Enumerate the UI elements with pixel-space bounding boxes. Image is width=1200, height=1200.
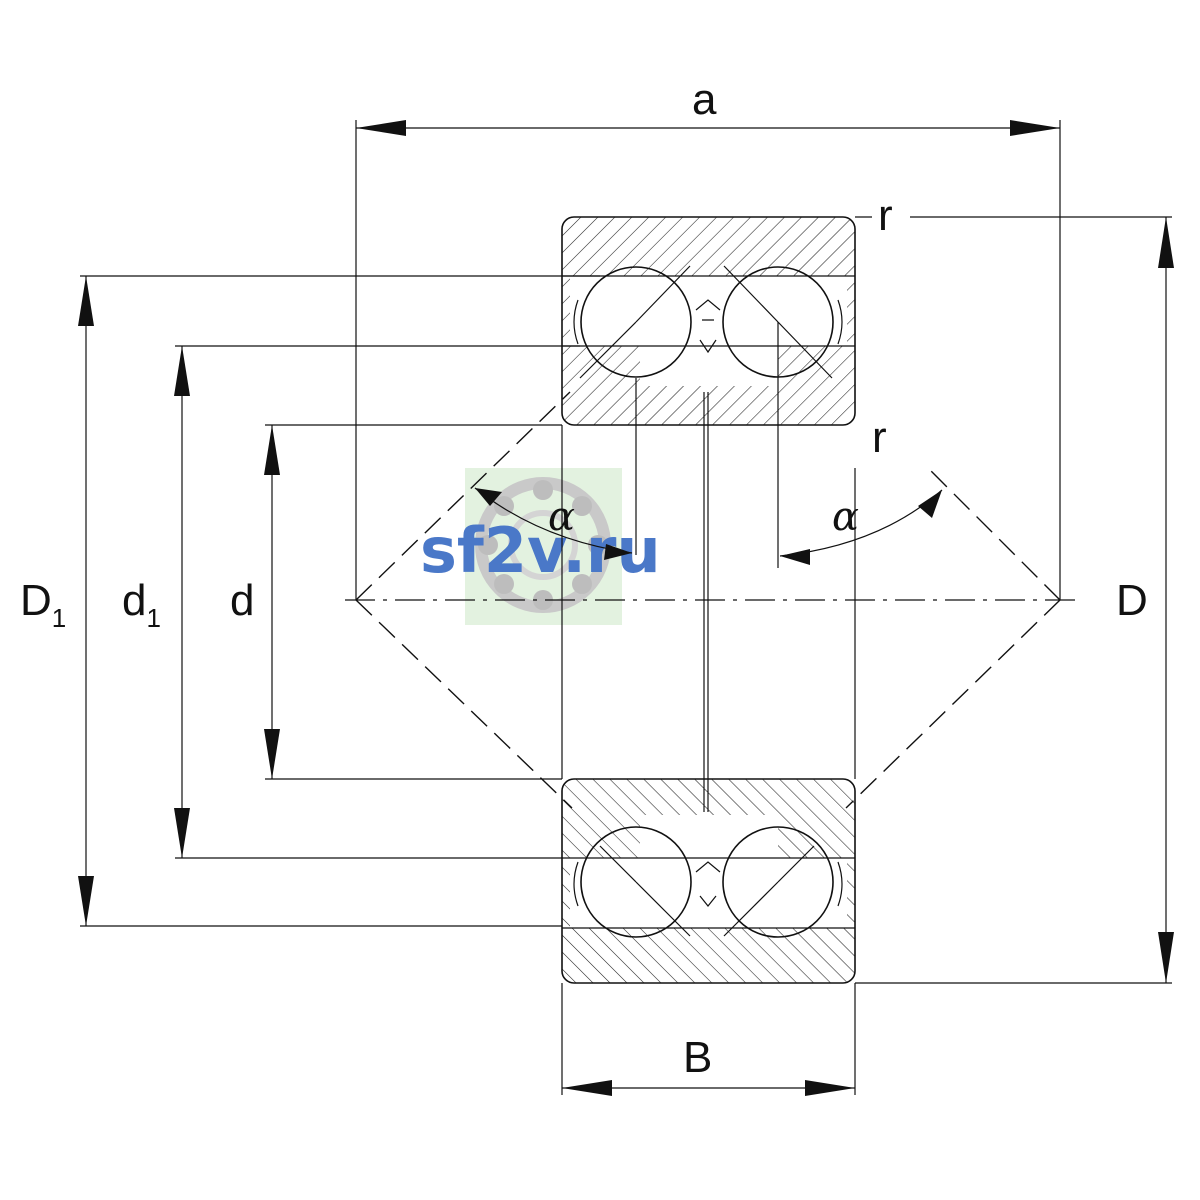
label-r-top: r <box>878 191 893 240</box>
label-r-mid: r <box>872 413 887 462</box>
bore-lines <box>561 392 856 812</box>
dim-D1 <box>78 275 600 927</box>
label-D1: D1 <box>20 576 66 633</box>
label-d: d <box>230 576 254 625</box>
bottom-left-ball <box>580 826 692 938</box>
alpha-right-annotation <box>777 322 943 568</box>
alpha-left-annotation <box>474 378 637 560</box>
dim-d <box>264 424 562 780</box>
watermark-balls-icon <box>478 480 608 610</box>
top-section <box>561 216 856 426</box>
dim-D <box>855 216 1174 984</box>
bottom-section <box>561 778 856 984</box>
watermark: sf2v.ru <box>420 468 661 625</box>
dim-d1 <box>174 345 580 859</box>
top-cage <box>695 299 721 354</box>
label-D: D <box>1116 576 1148 625</box>
top-left-ball <box>580 266 692 378</box>
bottom-right-ball <box>722 826 834 938</box>
watermark-inner-ring-icon <box>508 510 578 580</box>
label-d1: d1 <box>122 576 161 633</box>
label-B: B <box>683 1033 712 1082</box>
label-alpha-left: α <box>548 494 575 540</box>
dim-b <box>561 983 856 1096</box>
pressure-lines <box>355 391 1061 809</box>
label-a: a <box>692 75 717 124</box>
dim-a <box>355 120 1061 600</box>
label-alpha-right: α <box>832 494 859 540</box>
bottom-cage <box>695 861 721 907</box>
